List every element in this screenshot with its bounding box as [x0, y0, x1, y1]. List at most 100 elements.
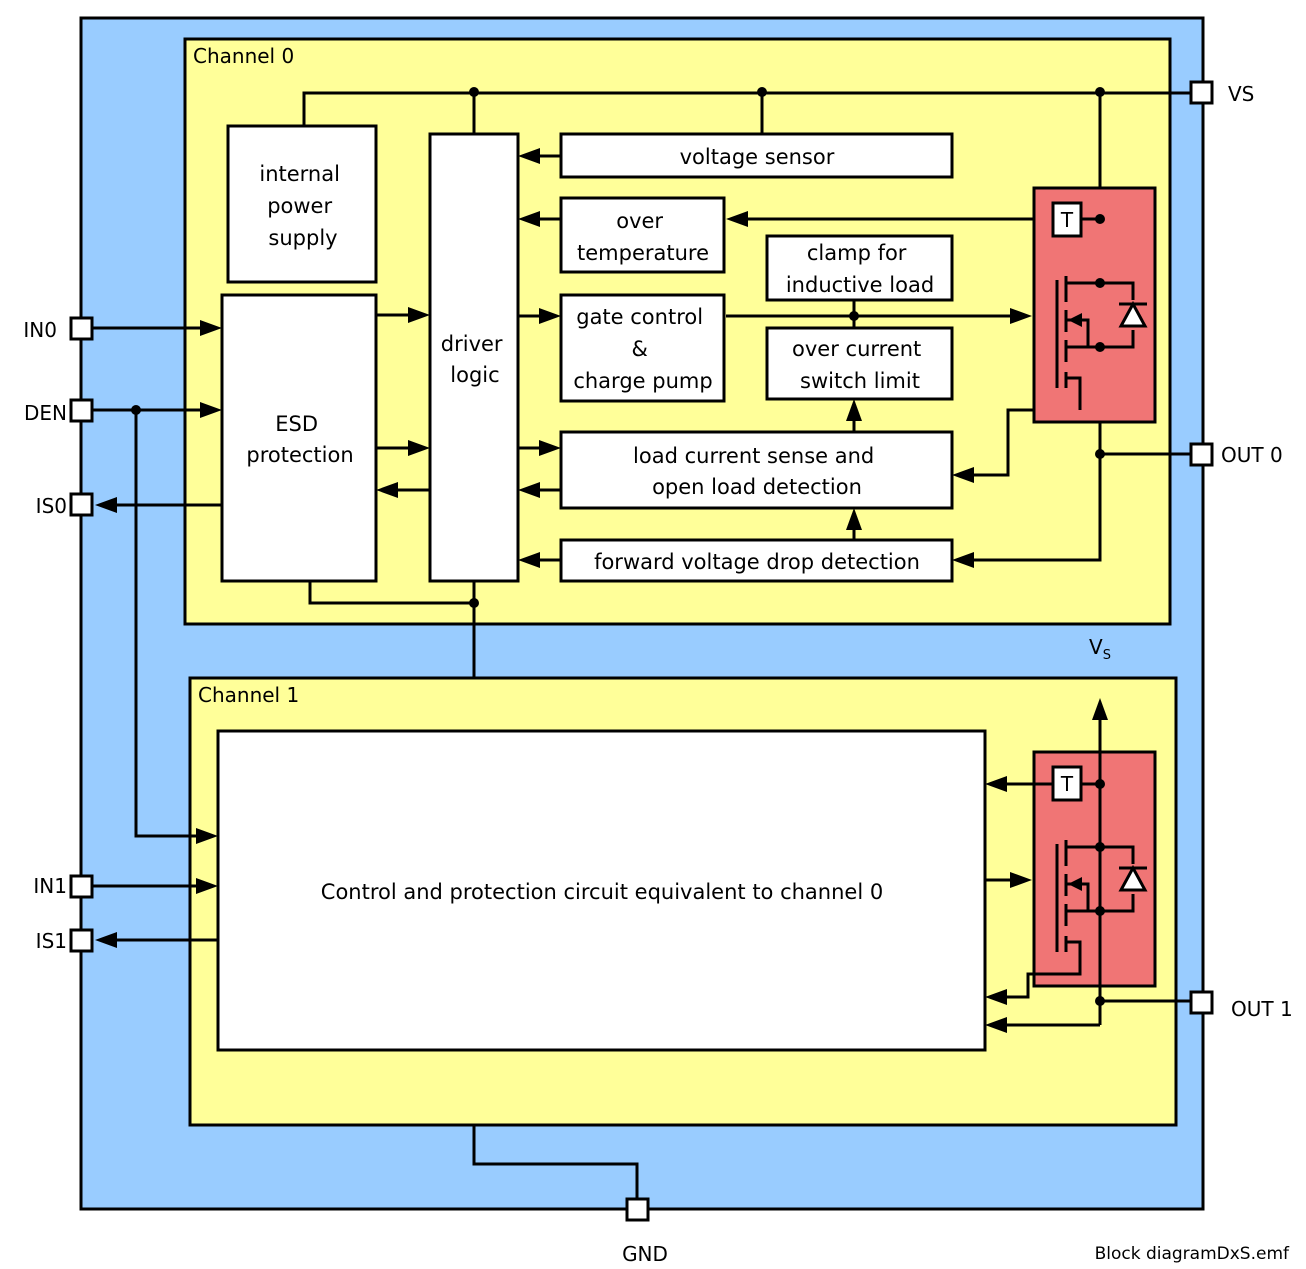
arrow-head [376, 482, 398, 498]
junction-dot [1095, 996, 1105, 1006]
mosfet-sense [1066, 376, 1082, 410]
pin-is1 [69, 928, 94, 953]
arrow-head [539, 440, 561, 456]
forward-voltage-label: forward voltage drop detection [594, 550, 920, 574]
junction-dot [1095, 779, 1105, 789]
voltage-sensor-label: voltage sensor [680, 145, 835, 169]
over-temperature-block [559, 196, 726, 274]
esd-protection-label: ESD protection [246, 412, 353, 467]
mosfet-sense [1005, 940, 1082, 999]
channel1-title: Channel 1 [198, 683, 299, 707]
over-current-label: over current switch limit [792, 337, 928, 393]
pin-den-label: DEN [24, 401, 67, 425]
arrow-head [985, 1017, 1007, 1033]
pin-is0 [69, 492, 94, 517]
junction-dot [1095, 906, 1105, 916]
pin-in1-label: IN1 [33, 874, 67, 898]
pin-is0-label: IS0 [36, 494, 67, 518]
pin-is1-label: IS1 [36, 929, 67, 953]
junction-dot [1095, 87, 1105, 97]
channel1-control-block [216, 729, 987, 1052]
diagram-caption: Block diagramDxS.emf [1095, 1244, 1290, 1264]
internal-power-supply-block [226, 124, 378, 284]
arrow-head [1010, 872, 1032, 888]
clamp-block [765, 234, 954, 302]
junction-dot [469, 87, 479, 97]
temp-sensor-label: T [1060, 772, 1074, 796]
arrow-head [846, 399, 862, 421]
gate-control-label: gate control & charge pump [573, 305, 712, 393]
arrow-head [200, 320, 222, 336]
arrow-head [95, 497, 117, 513]
driver-logic-block [428, 132, 520, 583]
pin-out1 [1189, 990, 1214, 1015]
diode [1118, 864, 1148, 892]
arrow-head [539, 308, 561, 324]
arrow-head [1092, 698, 1108, 720]
junction-dot [1095, 842, 1105, 852]
load-current-sense-block [559, 430, 954, 510]
arrow-head [1010, 308, 1032, 324]
forward-voltage-block [559, 538, 954, 583]
junction-dot [1095, 214, 1105, 224]
internal-power-supply-label: internal power supply [259, 162, 346, 250]
channel0-title: Channel 0 [193, 44, 294, 68]
mosfet-drain [1066, 281, 1135, 300]
arrow-head [518, 148, 540, 164]
channel1-control-label: Control and protection circuit equivalen… [321, 880, 883, 904]
temp-sensor-box [1051, 201, 1083, 238]
arrow-head [985, 776, 1007, 792]
pin-vs [1189, 80, 1214, 105]
mosfet-drain [1066, 845, 1135, 864]
power-stage-ch1-internals: T [985, 765, 1148, 1005]
gate-control-block [559, 293, 726, 403]
arrow-head [408, 307, 430, 323]
junction-dot [469, 598, 479, 608]
arrow-head [95, 932, 117, 948]
arrow-head [952, 467, 974, 483]
voltage-sensor-block [559, 132, 954, 179]
den-ch1-wire [134, 410, 198, 838]
temp-sensor-label: T [1060, 208, 1074, 232]
pin-in1 [69, 874, 94, 899]
clamp-label: clamp for inductive load [786, 241, 934, 297]
vs-rail [302, 91, 1190, 126]
pin-in0 [69, 316, 94, 341]
arrow-head [846, 508, 862, 530]
arrow-head [726, 211, 748, 227]
over-temperature-label: over temperature [577, 209, 709, 265]
pin-gnd [625, 1197, 650, 1222]
arrow-head [518, 552, 540, 568]
junction-dot [1095, 278, 1105, 288]
vs-internal-label: VS [1089, 635, 1111, 663]
arrow-head [518, 211, 540, 227]
over-current-block [765, 326, 954, 401]
arrow-head [518, 482, 540, 498]
pin-vs-label: VS [1228, 82, 1254, 106]
arrow-head [408, 440, 430, 456]
out-fwd-wire [972, 454, 1102, 562]
pin-out0-label: OUT 0 [1221, 443, 1283, 467]
junction-dot [757, 87, 767, 97]
load-current-sense-label: load current sense and open load detecti… [633, 444, 881, 499]
arrow-head [196, 878, 218, 894]
esd-protection-block [220, 293, 378, 583]
pin-den [69, 398, 94, 423]
junction-dot [849, 311, 859, 321]
arrow-head [1068, 313, 1082, 327]
driver-logic-label: driver logic [441, 332, 509, 387]
arrow-head [985, 989, 1007, 1005]
diode [1118, 300, 1148, 328]
junction-dot [1095, 342, 1105, 352]
arrow-head [196, 828, 218, 844]
pin-in0-label: IN0 [23, 318, 57, 342]
pin-gnd-label: GND [622, 1242, 668, 1266]
pin-out0 [1189, 442, 1214, 467]
gnd-wire [472, 1125, 639, 1198]
pin-out1-label: OUT 1 [1231, 997, 1293, 1021]
power-stage-ch0-internals: T [1051, 201, 1148, 410]
arrow-head [200, 402, 222, 418]
arrow-head [952, 552, 974, 568]
arrow-head [1068, 877, 1082, 891]
